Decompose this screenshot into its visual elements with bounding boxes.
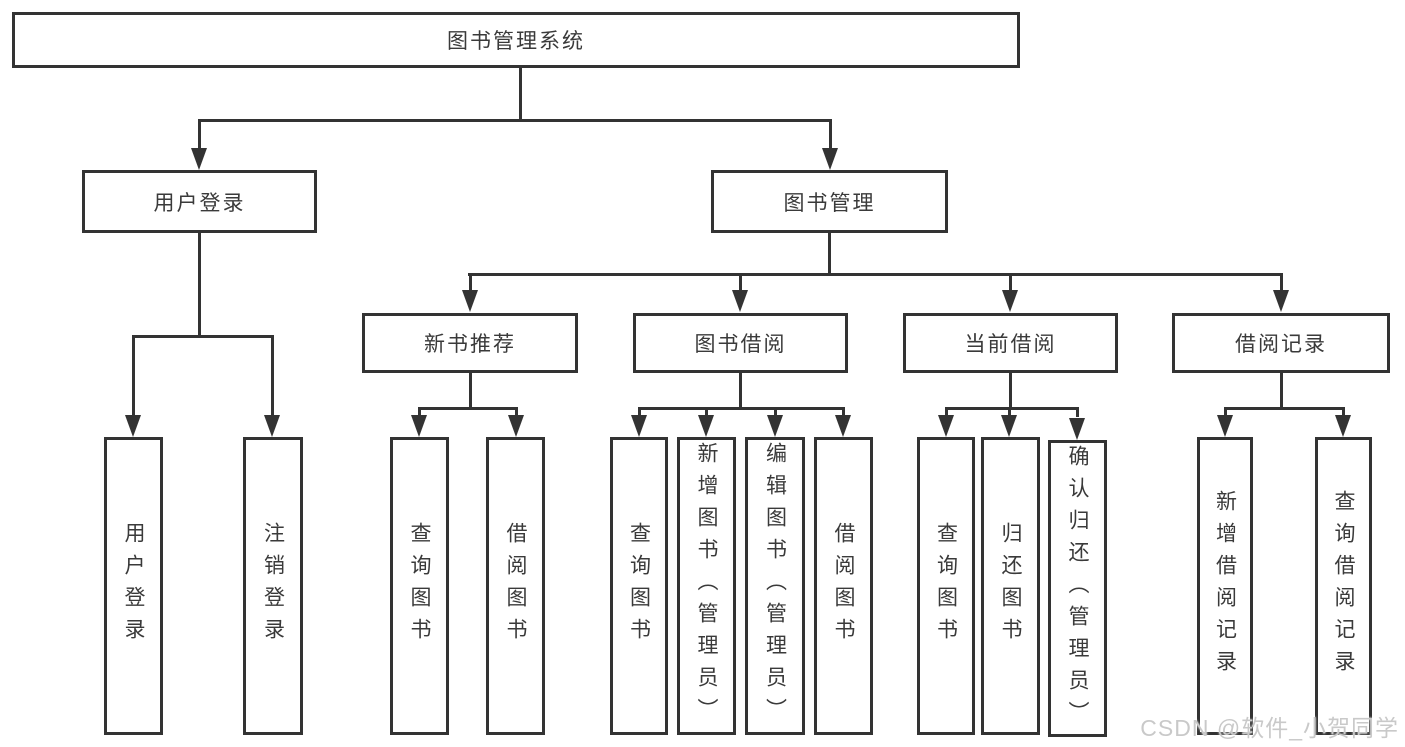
leaf-logout-label: 注销登录 xyxy=(261,522,285,650)
connector-line xyxy=(469,273,472,292)
node-borrow-records-label: 借阅记录 xyxy=(1235,333,1327,356)
leaf-query-book-2: 查询图书 xyxy=(610,437,668,735)
leaf-confirm-return: 确认归还（管理员） xyxy=(1048,440,1107,737)
connector-line xyxy=(1076,407,1079,417)
connector-line xyxy=(705,407,708,417)
connector-line xyxy=(774,407,777,417)
connector-line xyxy=(945,407,1078,410)
connector-line xyxy=(638,407,845,410)
connector-line xyxy=(132,335,273,338)
connector-line xyxy=(418,407,518,410)
leaf-query-borrow-record-label: 查询借阅记录 xyxy=(1332,490,1355,682)
connector-line xyxy=(198,119,201,151)
connector-line xyxy=(198,233,201,335)
connector-line xyxy=(1280,273,1283,292)
arrow-down-icon xyxy=(411,415,427,437)
arrow-down-icon xyxy=(264,415,280,437)
node-root: 图书管理系统 xyxy=(12,12,1020,68)
node-root-label: 图书管理系统 xyxy=(447,30,585,53)
arrow-down-icon xyxy=(1002,290,1018,312)
arrow-down-icon xyxy=(835,415,851,437)
connector-line xyxy=(271,335,274,417)
leaf-query-book-1: 查询图书 xyxy=(390,437,449,735)
connector-line xyxy=(515,407,518,417)
connector-line xyxy=(739,373,742,407)
node-new-book-recommend-label: 新书推荐 xyxy=(424,333,516,356)
arrow-down-icon xyxy=(1217,415,1233,437)
leaf-query-book-3-label: 查询图书 xyxy=(934,522,958,650)
leaf-query-book-3: 查询图书 xyxy=(917,437,975,735)
connector-line xyxy=(638,407,641,417)
leaf-add-book: 新增图书（管理员） xyxy=(677,437,736,735)
leaf-return-book: 归还图书 xyxy=(981,437,1040,735)
leaf-edit-book: 编辑图书（管理员） xyxy=(745,437,805,735)
leaf-add-book-label: 新增图书（管理员） xyxy=(695,442,718,730)
node-new-book-recommend: 新书推荐 xyxy=(362,313,578,373)
arrow-down-icon xyxy=(462,290,478,312)
connector-line xyxy=(1224,407,1227,417)
arrow-down-icon xyxy=(125,415,141,437)
leaf-query-book-1-label: 查询图书 xyxy=(408,522,431,650)
connector-line xyxy=(1280,373,1283,407)
node-book-management-label: 图书管理 xyxy=(783,191,876,215)
connector-line xyxy=(829,119,832,151)
leaf-add-borrow-record-label: 新增借阅记录 xyxy=(1213,490,1237,682)
leaf-return-book-label: 归还图书 xyxy=(999,522,1022,650)
connector-line xyxy=(469,373,472,407)
connector-line xyxy=(739,273,742,292)
leaf-borrow-book-1-label: 借阅图书 xyxy=(504,522,527,650)
arrow-down-icon xyxy=(732,290,748,312)
connector-line xyxy=(1342,407,1345,417)
node-user-login: 用户登录 xyxy=(82,170,317,233)
node-user-login-label: 用户登录 xyxy=(153,191,246,215)
arrow-down-icon xyxy=(938,415,954,437)
arrow-down-icon xyxy=(631,415,647,437)
node-book-borrow-label: 图书借阅 xyxy=(694,333,787,356)
node-borrow-records: 借阅记录 xyxy=(1172,313,1390,373)
leaf-user-login: 用户登录 xyxy=(104,437,163,735)
connector-line xyxy=(519,68,522,119)
node-book-borrow: 图书借阅 xyxy=(633,313,848,373)
arrow-down-icon xyxy=(191,148,207,170)
arrow-down-icon xyxy=(508,415,524,437)
leaf-query-book-2-label: 查询图书 xyxy=(627,522,651,650)
leaf-query-borrow-record: 查询借阅记录 xyxy=(1315,437,1372,735)
connector-line xyxy=(842,407,845,417)
arrow-down-icon xyxy=(1335,415,1351,437)
leaf-user-login-label: 用户登录 xyxy=(122,522,145,650)
node-current-borrow-label: 当前借阅 xyxy=(964,333,1057,356)
connector-line xyxy=(828,233,831,273)
connector-line xyxy=(1009,273,1012,292)
connector-line xyxy=(132,335,135,417)
leaf-confirm-return-label: 确认归还（管理员） xyxy=(1066,444,1089,733)
leaf-borrow-book-2: 借阅图书 xyxy=(814,437,873,735)
connector-line xyxy=(468,273,1282,276)
connector-line xyxy=(1224,407,1345,410)
arrow-down-icon xyxy=(1001,415,1017,437)
watermark: CSDN @软件_小贺同学 xyxy=(1140,715,1399,741)
connector-line xyxy=(418,407,421,417)
arrow-down-icon xyxy=(822,148,838,170)
leaf-edit-book-label: 编辑图书（管理员） xyxy=(763,442,787,730)
leaf-borrow-book-2-label: 借阅图书 xyxy=(832,522,855,650)
node-current-borrow: 当前借阅 xyxy=(903,313,1118,373)
arrow-down-icon xyxy=(767,415,783,437)
arrow-down-icon xyxy=(1069,418,1085,440)
leaf-logout: 注销登录 xyxy=(243,437,303,735)
leaf-add-borrow-record: 新增借阅记录 xyxy=(1197,437,1253,735)
arrow-down-icon xyxy=(1273,290,1289,312)
connector-line xyxy=(198,119,832,122)
connector-line xyxy=(1009,373,1012,407)
arrow-down-icon xyxy=(698,415,714,437)
connector-line xyxy=(1008,407,1011,417)
node-book-management: 图书管理 xyxy=(711,170,948,233)
leaf-borrow-book-1: 借阅图书 xyxy=(486,437,545,735)
connector-line xyxy=(945,407,948,417)
